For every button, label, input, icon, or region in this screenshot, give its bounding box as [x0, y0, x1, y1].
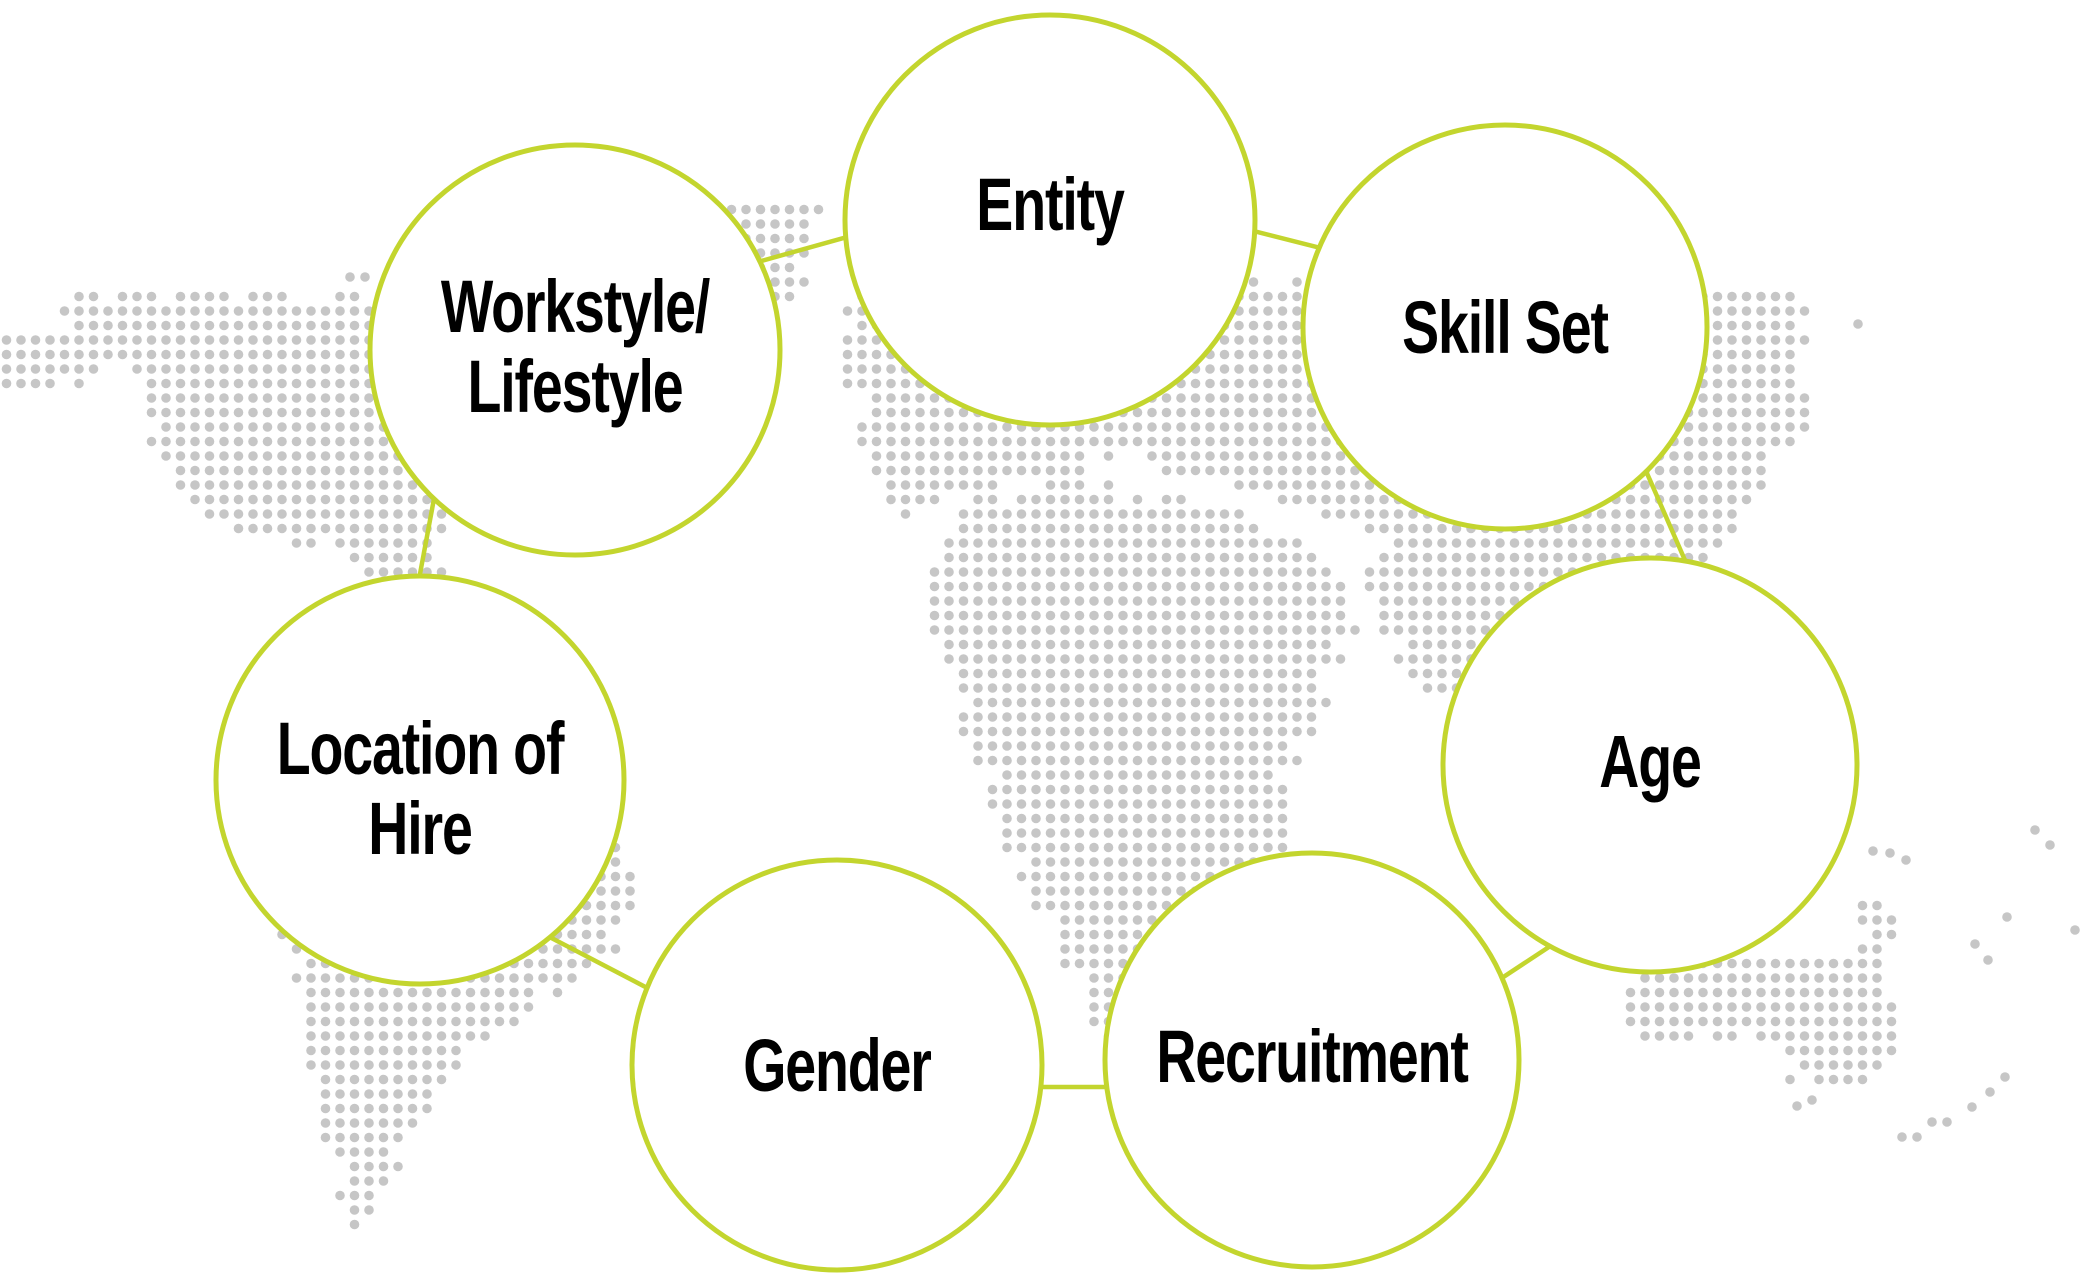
factor-label-recruitment: Recruitment: [1156, 1015, 1469, 1098]
factor-label-line: Entity: [976, 163, 1125, 246]
factor-circle-recruitment: [1102, 850, 1522, 1270]
factor-circle-entity: [842, 12, 1258, 428]
factor-label-line: Lifestyle: [468, 345, 683, 428]
factor-circle-workstyle-lifestyle: [367, 142, 783, 558]
factor-label-gender: Gender: [743, 1024, 932, 1107]
svg-text:Recruitment: Recruitment: [1156, 1015, 1468, 1098]
factor-label-line: Age: [1599, 720, 1700, 803]
factor-label-line: Hire: [368, 787, 471, 870]
factor-label-age: Age: [1599, 720, 1702, 803]
factor-label-line: Workstyle/: [441, 265, 710, 348]
factor-circle-skill-set: [1300, 122, 1710, 532]
svg-text:Skill Set: Skill Set: [1402, 286, 1608, 369]
factor-label-line: Gender: [743, 1024, 931, 1107]
svg-text:Entity: Entity: [976, 163, 1125, 246]
factor-label-line: Recruitment: [1156, 1015, 1468, 1098]
factor-label-workstyle-lifestyle: Workstyle/Lifestyle: [441, 265, 711, 428]
svg-text:Age: Age: [1599, 720, 1700, 803]
svg-text:Workstyle/Lifestyle: Workstyle/Lifestyle: [441, 265, 710, 428]
factor-label-entity: Entity: [976, 163, 1126, 246]
factor-label-skill-set: Skill Set: [1402, 286, 1609, 369]
factor-label-line: Skill Set: [1402, 286, 1608, 369]
factor-label-line: Location of: [277, 707, 565, 790]
svg-text:Gender: Gender: [743, 1024, 931, 1107]
factor-circle-location-of-hire: [213, 573, 627, 987]
factor-circle-age: [1440, 555, 1860, 975]
factor-circle-gender: [629, 857, 1045, 1273]
